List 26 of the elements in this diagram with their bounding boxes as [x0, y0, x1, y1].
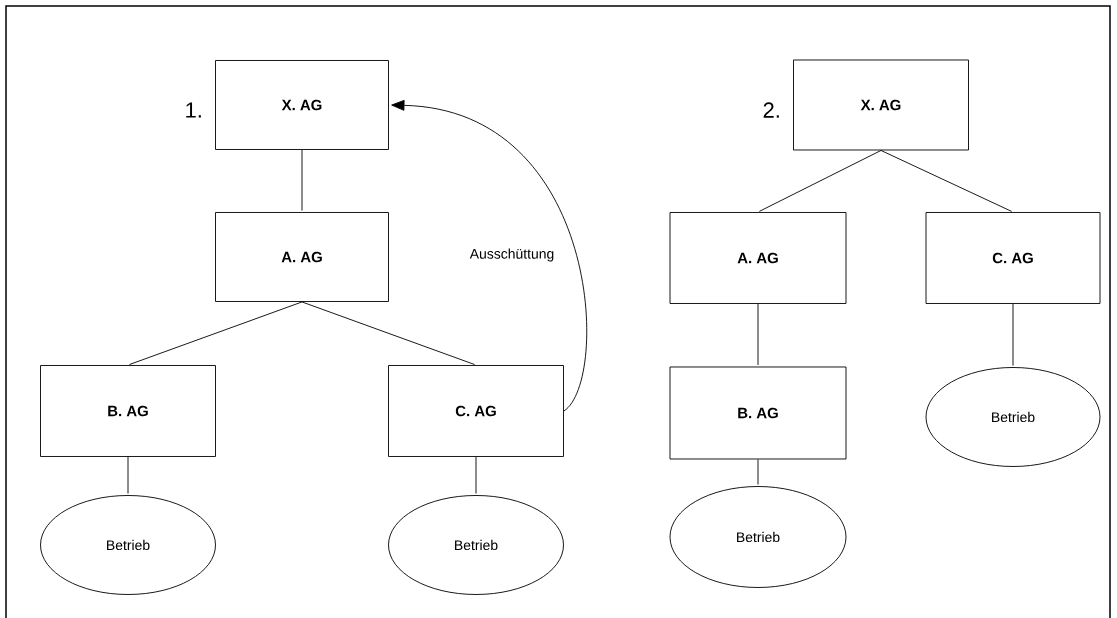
connector: [391, 99, 587, 412]
edge-label: Ausschüttung: [468, 247, 556, 263]
connector: [880, 150, 1013, 212]
connector: [301, 149, 303, 211]
connector: [757, 459, 759, 485]
company-box: A. AG: [215, 212, 389, 302]
connector: [757, 303, 759, 366]
company-box: B. AG: [40, 365, 216, 457]
company-box: A. AG: [669, 212, 847, 304]
connector: [301, 301, 476, 365]
diagram-number: 2.: [763, 102, 779, 118]
connector: [1012, 303, 1014, 366]
connector: [475, 456, 477, 494]
connector: [758, 150, 882, 212]
connector: [128, 301, 303, 365]
ellipse-node: Betrieb: [40, 495, 216, 595]
company-box: B. AG: [669, 366, 847, 460]
ellipse-node: Betrieb: [388, 495, 564, 595]
diagram-number: 1.: [186, 102, 201, 118]
company-box: X. AG: [215, 60, 389, 150]
ellipse-node: Betrieb: [925, 367, 1101, 467]
ellipse-node: Betrieb: [669, 486, 847, 588]
company-box: C. AG: [925, 212, 1101, 304]
company-box: X. AG: [793, 59, 969, 151]
company-box: C. AG: [388, 365, 564, 457]
connector: [127, 456, 129, 494]
